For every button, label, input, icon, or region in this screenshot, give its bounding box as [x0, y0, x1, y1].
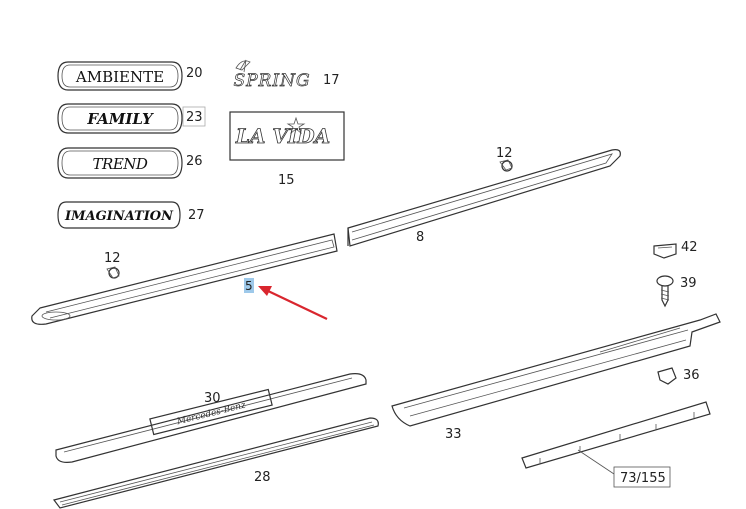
emblem-ambiente[interactable]: AMBIENTE — [57, 61, 183, 91]
callout-39: 39 — [680, 276, 697, 291]
molding-strip-5[interactable] — [31, 233, 338, 325]
clip-12-upper[interactable] — [499, 159, 513, 172]
emblem-imagination-text: IMAGINATION — [64, 209, 174, 224]
screw-39[interactable] — [656, 275, 674, 308]
rail-73-155[interactable] — [521, 401, 711, 469]
callout-27: 27 — [188, 208, 205, 223]
emblem-trend[interactable]: TREND — [57, 147, 183, 179]
sill-panel-33[interactable] — [391, 313, 721, 427]
callout-33: 33 — [445, 427, 462, 442]
callout-73-box — [613, 466, 671, 488]
sill-trim-28[interactable] — [52, 417, 379, 509]
molding-strip-8[interactable] — [347, 149, 621, 247]
emblem-family[interactable]: FAMILY — [57, 103, 183, 134]
emblem-la-vida-text: LA VIDA — [235, 124, 330, 148]
emblem-trend-text: TREND — [93, 155, 148, 173]
callout-23-box — [182, 106, 206, 127]
callout-5-highlight — [244, 278, 254, 293]
emblem-imagination[interactable]: IMAGINATION — [57, 201, 181, 229]
callout-36: 36 — [683, 368, 700, 383]
callout-12-lower: 12 — [104, 251, 121, 266]
callout-20: 20 — [186, 66, 203, 81]
callout-73-leader — [577, 449, 615, 475]
callout-26: 26 — [186, 154, 203, 169]
clip-12-lower[interactable] — [106, 266, 120, 279]
callout-17: 17 — [323, 73, 340, 88]
callout-8: 8 — [416, 230, 424, 245]
emblem-family-text: FAMILY — [86, 110, 154, 128]
pointer-arrow — [258, 286, 328, 320]
callout-15: 15 — [278, 173, 295, 188]
clip-36[interactable] — [657, 367, 677, 385]
emblem-ambiente-text: AMBIENTE — [75, 68, 164, 86]
callout-28: 28 — [254, 470, 271, 485]
callout-5: 5 — [245, 279, 253, 293]
callout-30: 30 — [204, 391, 221, 406]
callout-12-upper: 12 — [496, 146, 513, 161]
callout-23: 23 — [186, 110, 203, 125]
clip-42[interactable] — [653, 243, 677, 259]
sill-trim-30[interactable]: Mercedes-Benz — [55, 373, 367, 463]
emblem-la-vida[interactable]: LA VIDA — [229, 111, 345, 161]
emblem-spring-text: SPRING — [233, 71, 310, 91]
emblem-spring[interactable]: SPRING — [233, 59, 310, 91]
callout-42: 42 — [681, 240, 698, 255]
callout-73-155: 73/155 — [620, 471, 666, 486]
